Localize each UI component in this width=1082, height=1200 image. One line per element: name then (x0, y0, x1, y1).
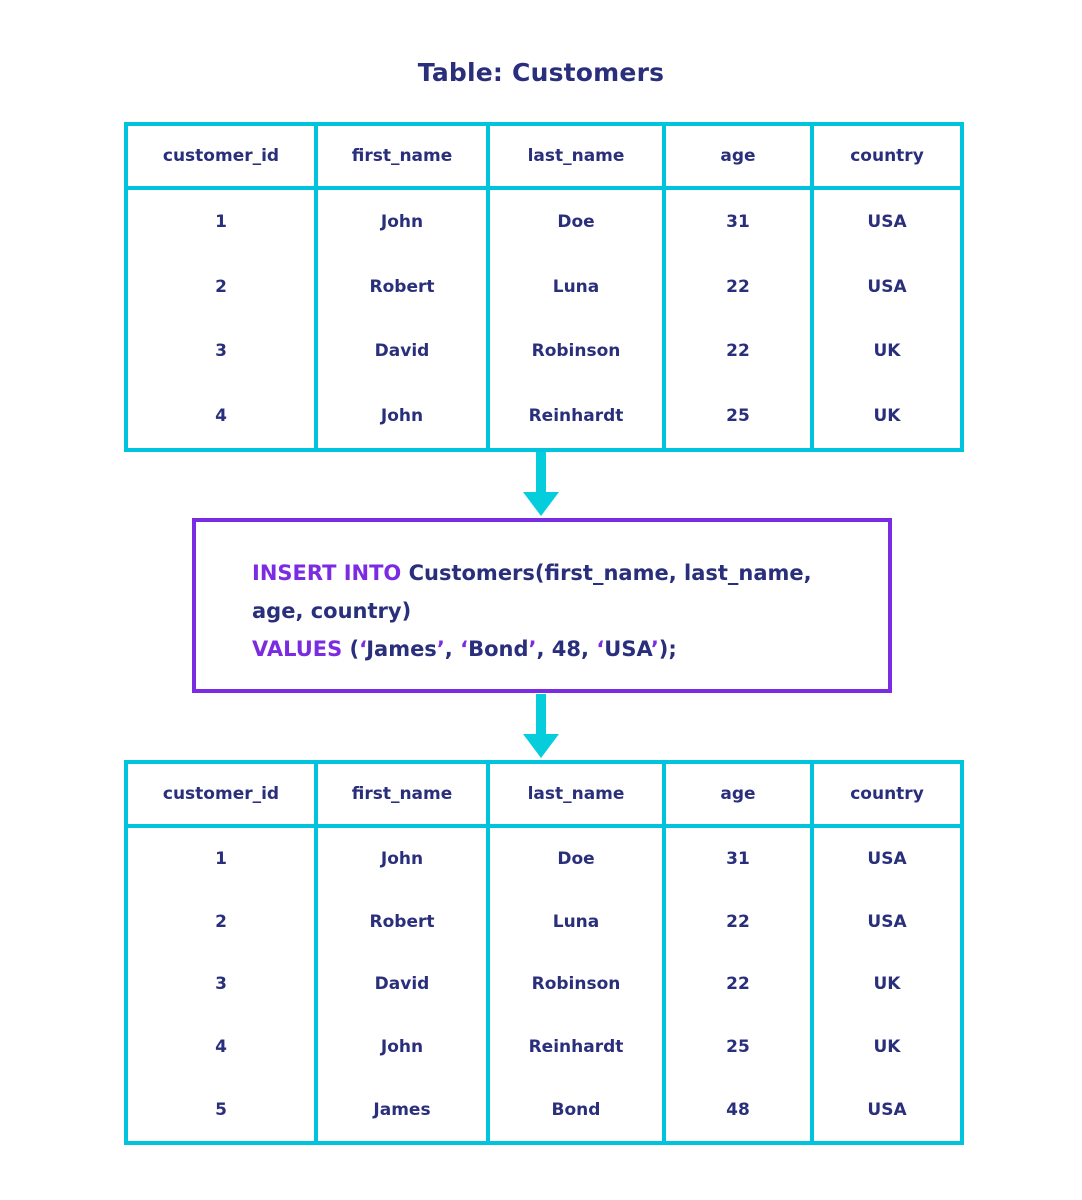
sql-value-age: 48 (551, 637, 582, 661)
column-header-customer-id: customer_id (128, 126, 318, 186)
table-row: 2 Robert Luna 22 USA (128, 254, 960, 319)
sql-value-first-name: James (366, 637, 437, 661)
flow-arrow-down-icon (523, 452, 559, 516)
cell-customer-id: 1 (128, 828, 318, 891)
sql-quote-close-3: ’ (650, 637, 659, 661)
cell-first-name: John (318, 190, 490, 255)
table-row: 1 John Doe 31 USA (128, 828, 960, 891)
cell-first-name: James (318, 1078, 490, 1141)
cell-age: 22 (666, 254, 814, 319)
cell-age: 22 (666, 953, 814, 1016)
cell-customer-id: 2 (128, 890, 318, 954)
sql-quote-open-2: ‘ (460, 637, 469, 661)
sql-quote-close-1: ’ (436, 637, 445, 661)
sql-value-last-name: Bond (468, 637, 529, 661)
cell-customer-id: 4 (128, 1015, 318, 1079)
column-header-first-name: first_name (318, 764, 490, 824)
cell-last-name: Doe (490, 828, 666, 891)
table-body: 1 John Doe 31 USA 2 Robert Luna 22 USA 3… (128, 828, 960, 1141)
column-header-last-name: last_name (490, 126, 666, 186)
cell-age: 31 (666, 828, 814, 891)
cell-last-name: Doe (490, 190, 666, 255)
sql-quote-close-2: ’ (528, 637, 537, 661)
table-body: 1 John Doe 31 USA 2 Robert Luna 22 USA 3… (128, 190, 960, 448)
cell-country: USA (867, 212, 907, 233)
sql-statement-text: INSERT INTO Customers(first_name, last_n… (252, 554, 870, 668)
cell-age: 22 (666, 319, 814, 384)
sql-keyword-values: VALUES (252, 637, 343, 661)
flow-arrow-down-icon (523, 694, 559, 758)
cell-first-name: John (318, 828, 490, 891)
cell-age: 25 (666, 383, 814, 448)
sql-keyword-insert-into: INSERT INTO (252, 561, 402, 585)
column-header-last-name: last_name (490, 764, 666, 824)
cell-customer-id: 2 (128, 254, 318, 319)
column-header-country: country (850, 146, 924, 166)
cell-last-name: Bond (490, 1078, 666, 1141)
cell-age: 22 (666, 890, 814, 954)
cell-last-name: Reinhardt (490, 1015, 666, 1079)
arrow-head-icon (523, 492, 559, 516)
sql-values-open: ( (342, 637, 360, 661)
sql-separator-2: , (536, 637, 552, 661)
column-header-age: age (666, 764, 814, 824)
table-row: 3 David Robinson 22 UK (128, 953, 960, 1016)
cell-first-name: John (318, 383, 490, 448)
cell-age: 31 (666, 190, 814, 255)
page-title: Table: Customers (417, 58, 665, 87)
cell-first-name: David (318, 953, 490, 1016)
table-header-row: customer_id first_name last_name age cou… (128, 764, 960, 828)
customers-table-before: customer_id first_name last_name age cou… (124, 122, 964, 452)
table-row-inserted: 5 James Bond 48 USA (128, 1078, 960, 1141)
cell-last-name: Robinson (490, 953, 666, 1016)
cell-country: UK (873, 974, 901, 995)
cell-country: UK (873, 405, 901, 426)
cell-country: UK (873, 341, 901, 362)
table-row: 4 John Reinhardt 25 UK (128, 1015, 960, 1079)
cell-customer-id: 1 (128, 190, 318, 255)
table-row: 3 David Robinson 22 UK (128, 319, 960, 384)
sql-separator-1: , (444, 637, 461, 661)
cell-last-name: Luna (490, 890, 666, 954)
cell-country: USA (867, 276, 907, 297)
cell-age: 48 (666, 1078, 814, 1141)
table-row: 4 John Reinhardt 25 UK (128, 383, 960, 448)
column-header-country: country (850, 784, 924, 804)
cell-customer-id: 4 (128, 383, 318, 448)
cell-first-name: Robert (318, 890, 490, 954)
cell-customer-id: 3 (128, 953, 318, 1016)
sql-quote-open-1: ‘ (359, 637, 367, 661)
cell-country: UK (873, 1037, 901, 1058)
column-header-age: age (666, 126, 814, 186)
cell-country: USA (867, 1099, 907, 1120)
cell-age: 25 (666, 1015, 814, 1079)
sql-separator-3: , (581, 637, 597, 661)
cell-last-name: Reinhardt (490, 383, 666, 448)
cell-first-name: Robert (318, 254, 490, 319)
cell-country: USA (867, 849, 907, 870)
sql-column-list-line2: age, country) (252, 599, 412, 623)
table-header-row: customer_id first_name last_name age cou… (128, 126, 960, 190)
sql-value-country: USA (604, 637, 651, 661)
column-header-customer-id: customer_id (128, 764, 318, 824)
cell-country: USA (867, 911, 907, 932)
customers-table-after: customer_id first_name last_name age cou… (124, 760, 964, 1145)
sql-target-table: Customers(first_name, last_name, (401, 561, 812, 585)
arrow-head-icon (523, 734, 559, 758)
cell-last-name: Robinson (490, 319, 666, 384)
cell-last-name: Luna (490, 254, 666, 319)
column-header-first-name: first_name (318, 126, 490, 186)
sql-statement-close: ); (658, 637, 677, 661)
table-row: 1 John Doe 31 USA (128, 190, 960, 255)
table-row: 2 Robert Luna 22 USA (128, 890, 960, 954)
cell-customer-id: 3 (128, 319, 318, 384)
cell-first-name: David (318, 319, 490, 384)
sql-quote-open-3: ‘ (596, 637, 605, 661)
cell-customer-id: 5 (128, 1078, 318, 1141)
sql-statement-box: INSERT INTO Customers(first_name, last_n… (192, 518, 892, 693)
cell-first-name: John (318, 1015, 490, 1079)
